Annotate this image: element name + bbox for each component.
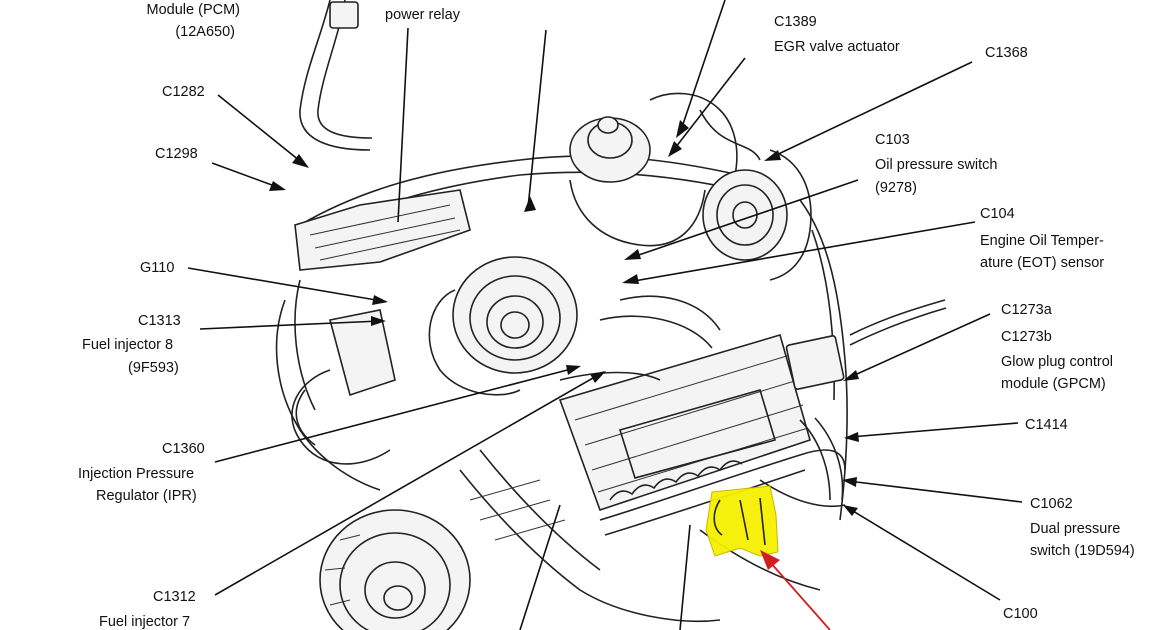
- label-line: C1360: [162, 441, 205, 457]
- label-line: C1273a: [1001, 302, 1053, 318]
- label-g110: G110: [140, 260, 174, 276]
- label-c1360: C1360 Injection Pressure Regulator (IPR): [78, 441, 205, 504]
- label-line: Regulator (IPR): [96, 488, 197, 504]
- label-line: Oil pressure switch: [875, 157, 997, 173]
- label-line: C1389: [774, 14, 817, 30]
- label-pcm: Module (PCM) (12A650): [147, 2, 240, 40]
- red-pointer-arrow: [760, 550, 831, 630]
- label-line: ature (EOT) sensor: [980, 255, 1104, 271]
- label-line: EGR valve actuator: [774, 39, 900, 55]
- label-line: C1414: [1025, 417, 1068, 433]
- label-line: Glow plug control: [1001, 354, 1113, 370]
- label-c1313: C1313 Fuel injector 8 (9F593): [82, 313, 181, 376]
- label-line: G110: [140, 260, 174, 276]
- label-c100: C100: [1003, 606, 1038, 622]
- label-line: Engine Oil Temper-: [980, 233, 1104, 249]
- label-c103: C103 Oil pressure switch (9278): [875, 132, 997, 196]
- label-line: C1312: [153, 589, 196, 605]
- label-line: Dual pressure: [1030, 521, 1120, 537]
- label-line: (12A650): [175, 24, 235, 40]
- label-line: C1062: [1030, 496, 1073, 512]
- engine-illustration: [275, 0, 947, 630]
- label-line: (9F593): [128, 360, 179, 376]
- label-c1312: C1312 Fuel injector 7: [99, 589, 196, 630]
- label-c1062: C1062 Dual pressure switch (19D594): [1030, 496, 1135, 559]
- label-line: Fuel injector 8: [82, 337, 173, 353]
- label-c1273: C1273a C1273b Glow plug control module (…: [1001, 302, 1113, 392]
- label-c1298: C1298: [155, 146, 198, 162]
- label-line: C100: [1003, 606, 1038, 622]
- label-line: C1368: [985, 45, 1028, 61]
- label-line: C1313: [138, 313, 181, 329]
- leader-lines: [187, 0, 1023, 630]
- label-c1282: C1282: [162, 84, 205, 100]
- label-line: C1273b: [1001, 329, 1052, 345]
- label-line: Injection Pressure: [78, 466, 194, 482]
- label-line: power relay: [385, 7, 461, 23]
- label-c1389: C1389 EGR valve actuator: [774, 14, 900, 55]
- label-line: module (GPCM): [1001, 376, 1106, 392]
- label-c104: C104 Engine Oil Temper- ature (EOT) sens…: [980, 206, 1104, 271]
- highlighted-component: [705, 485, 779, 557]
- label-line: (9278): [875, 180, 917, 196]
- label-line: C104: [980, 206, 1015, 222]
- label-c1368: C1368: [985, 45, 1028, 61]
- label-line: C1298: [155, 146, 198, 162]
- label-line: C1282: [162, 84, 205, 100]
- label-power-relay: power relay: [385, 7, 461, 23]
- label-c1414: C1414: [1025, 417, 1068, 433]
- label-line: C103: [875, 132, 910, 148]
- label-line: Module (PCM): [147, 2, 240, 18]
- label-line: Fuel injector 7: [99, 614, 190, 630]
- label-line: switch (19D594): [1030, 543, 1135, 559]
